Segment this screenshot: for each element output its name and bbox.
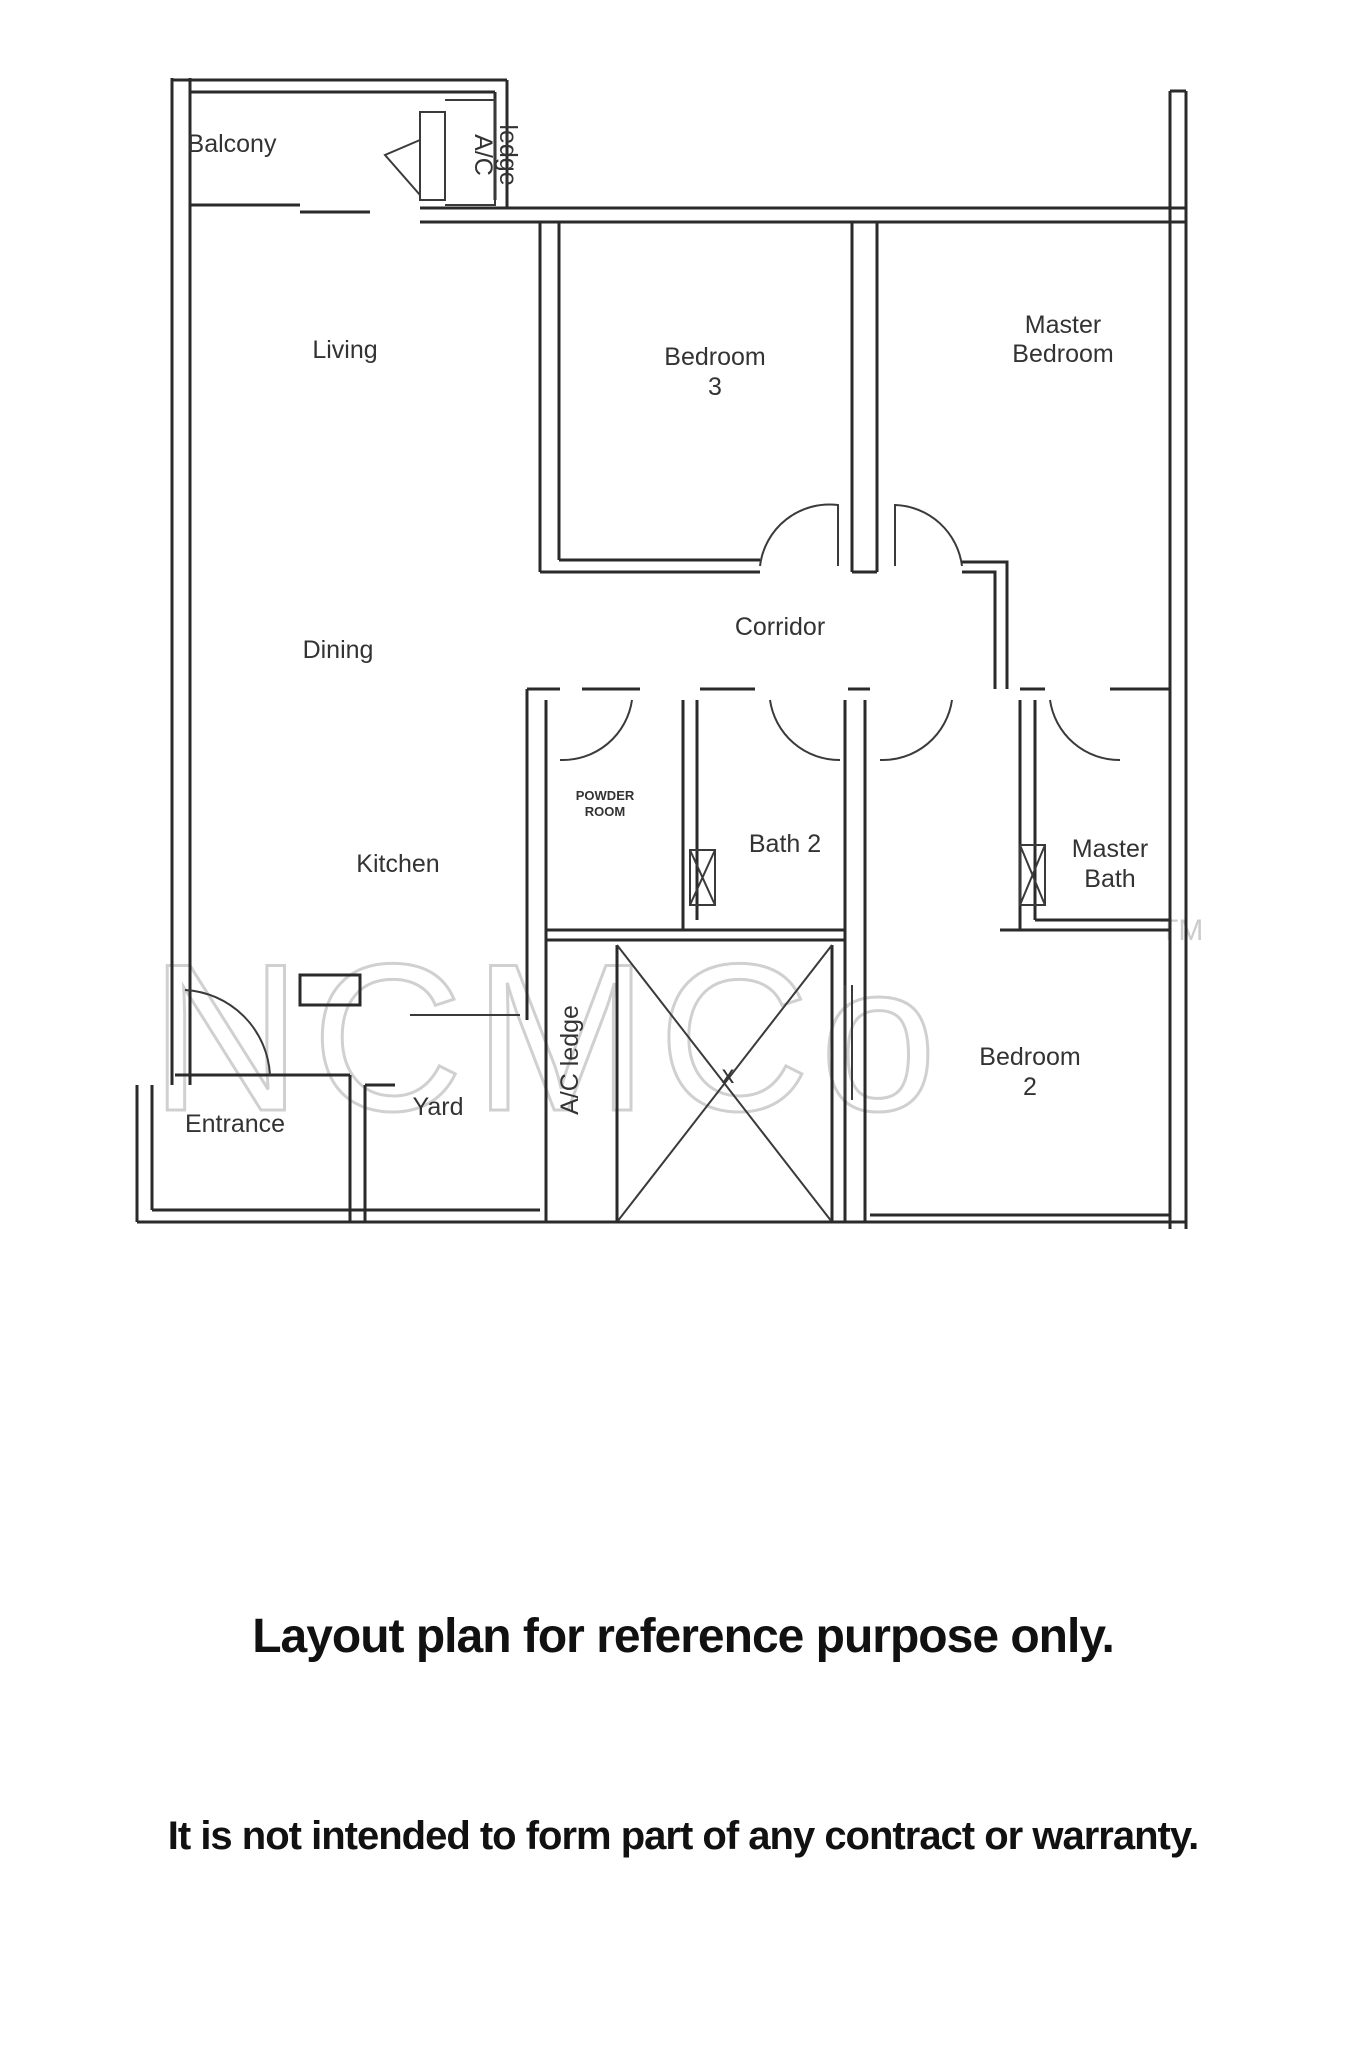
watermark: NCMCo TM [149, 914, 1204, 1157]
watermark-text: NCMCo [150, 920, 947, 1155]
label-master-bedroom-2: Bedroom [1012, 340, 1113, 368]
label-master-bath-2: Bath [1084, 865, 1135, 893]
label-powder-room: POWDER [576, 788, 635, 803]
label-dining: Dining [303, 636, 374, 664]
label-bath2: Bath 2 [749, 830, 821, 858]
label-yard: Yard [413, 1093, 464, 1121]
label-bedroom3-number: 3 [708, 373, 722, 401]
label-ac-ledge-top-2: ledge [494, 124, 522, 185]
disclaimer-line-2: It is not intended to form part of any c… [167, 1814, 1199, 1858]
disclaimer-line-1: Layout plan for reference purpose only. [252, 1610, 1115, 1663]
label-living: Living [312, 336, 377, 364]
room-labels: Balcony A/C ledge Living Bedroom 3 Maste… [185, 124, 1148, 1138]
label-ac-ledge-top: A/C [469, 134, 497, 176]
label-ac-ledge-bottom: A/C ledge [556, 1005, 584, 1115]
label-entrance: Entrance [185, 1110, 285, 1138]
label-master-bath: Master [1072, 835, 1148, 863]
label-corridor: Corridor [735, 613, 825, 641]
floor-plan: NCMCo TM Balc [135, 78, 1204, 1229]
label-bedroom3: Bedroom [664, 343, 765, 371]
label-bedroom2-number: 2 [1023, 1073, 1037, 1101]
label-balcony: Balcony [188, 130, 277, 158]
walls [135, 78, 1188, 1229]
label-master-bedroom: Master [1025, 311, 1101, 339]
label-powder-room-2: ROOM [585, 804, 625, 819]
label-kitchen: Kitchen [356, 850, 439, 878]
label-bedroom2: Bedroom [979, 1043, 1080, 1071]
label-void-mark: x [722, 1061, 735, 1089]
